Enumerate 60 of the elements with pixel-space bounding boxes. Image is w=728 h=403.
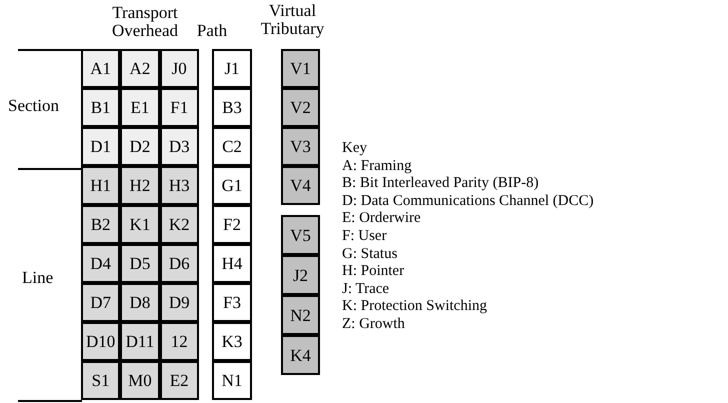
field-cell: V5 (281, 215, 320, 255)
field-cell: G1 (212, 166, 252, 205)
field-cell: J1 (212, 49, 252, 88)
field-cell: D4 (81, 244, 120, 283)
key-entry: D: Data Communications Channel (DCC) (342, 192, 594, 210)
key-entry: J: Trace (342, 280, 390, 298)
field-cell: N1 (212, 361, 252, 400)
field-cell: M0 (120, 361, 160, 400)
field-cell: H2 (120, 166, 160, 205)
field-cell: B2 (81, 205, 120, 244)
field-cell: D3 (160, 127, 199, 166)
field-cell: D11 (120, 322, 160, 361)
field-cell: A1 (81, 49, 120, 88)
field-cell: K3 (212, 322, 252, 361)
field-cell: J2 (281, 255, 320, 295)
key-entry: G: Status (342, 246, 398, 263)
field-cell: D5 (120, 244, 160, 283)
key-entry: F: User (342, 228, 387, 245)
key-entry: E: Orderwire (342, 210, 421, 228)
field-cell: D9 (160, 283, 199, 322)
field-cell: S1 (81, 361, 120, 400)
column-heading: Path (196, 22, 228, 40)
field-cell: K1 (120, 205, 160, 244)
field-cell: 12 (160, 322, 199, 361)
key-entry: H: Pointer (342, 263, 404, 280)
key-entry: B: Bit Interleaved Parity (BIP-8) (342, 175, 539, 192)
field-cell: D2 (120, 127, 160, 166)
key-heading: Key (342, 140, 367, 157)
field-cell: H3 (160, 166, 199, 205)
column-heading: Transport Overhead (110, 4, 180, 40)
field-cell: F1 (160, 88, 199, 127)
field-cell: D10 (81, 322, 120, 361)
field-cell: K4 (281, 335, 320, 375)
field-cell: C2 (212, 127, 252, 166)
group-label: Line (22, 269, 54, 287)
field-cell: N2 (281, 295, 320, 335)
column-heading: Virtual Tributary (260, 2, 326, 38)
field-cell: E1 (120, 88, 160, 127)
field-cell: K2 (160, 205, 199, 244)
field-cell: V2 (281, 88, 320, 127)
field-cell: V4 (281, 166, 320, 205)
field-cell: V1 (281, 49, 320, 88)
field-cell: V3 (281, 127, 320, 166)
key-entry: Z: Growth (342, 316, 405, 333)
field-cell: D6 (160, 244, 199, 283)
group-label: Section (8, 97, 60, 115)
field-cell: F2 (212, 205, 252, 244)
field-cell: H1 (81, 166, 120, 205)
field-cell: A2 (120, 49, 160, 88)
field-cell: D7 (81, 283, 120, 322)
field-cell: E2 (160, 361, 199, 400)
field-cell: H4 (212, 244, 252, 283)
field-cell: J0 (160, 49, 199, 88)
field-cell: D8 (120, 283, 160, 322)
key-entry: A: Framing (342, 158, 412, 175)
field-cell: D1 (81, 127, 120, 166)
field-cell: B3 (212, 88, 252, 127)
key-entry: K: Protection Switching (342, 298, 487, 316)
field-cell: F3 (212, 283, 252, 322)
field-cell: B1 (81, 88, 120, 127)
